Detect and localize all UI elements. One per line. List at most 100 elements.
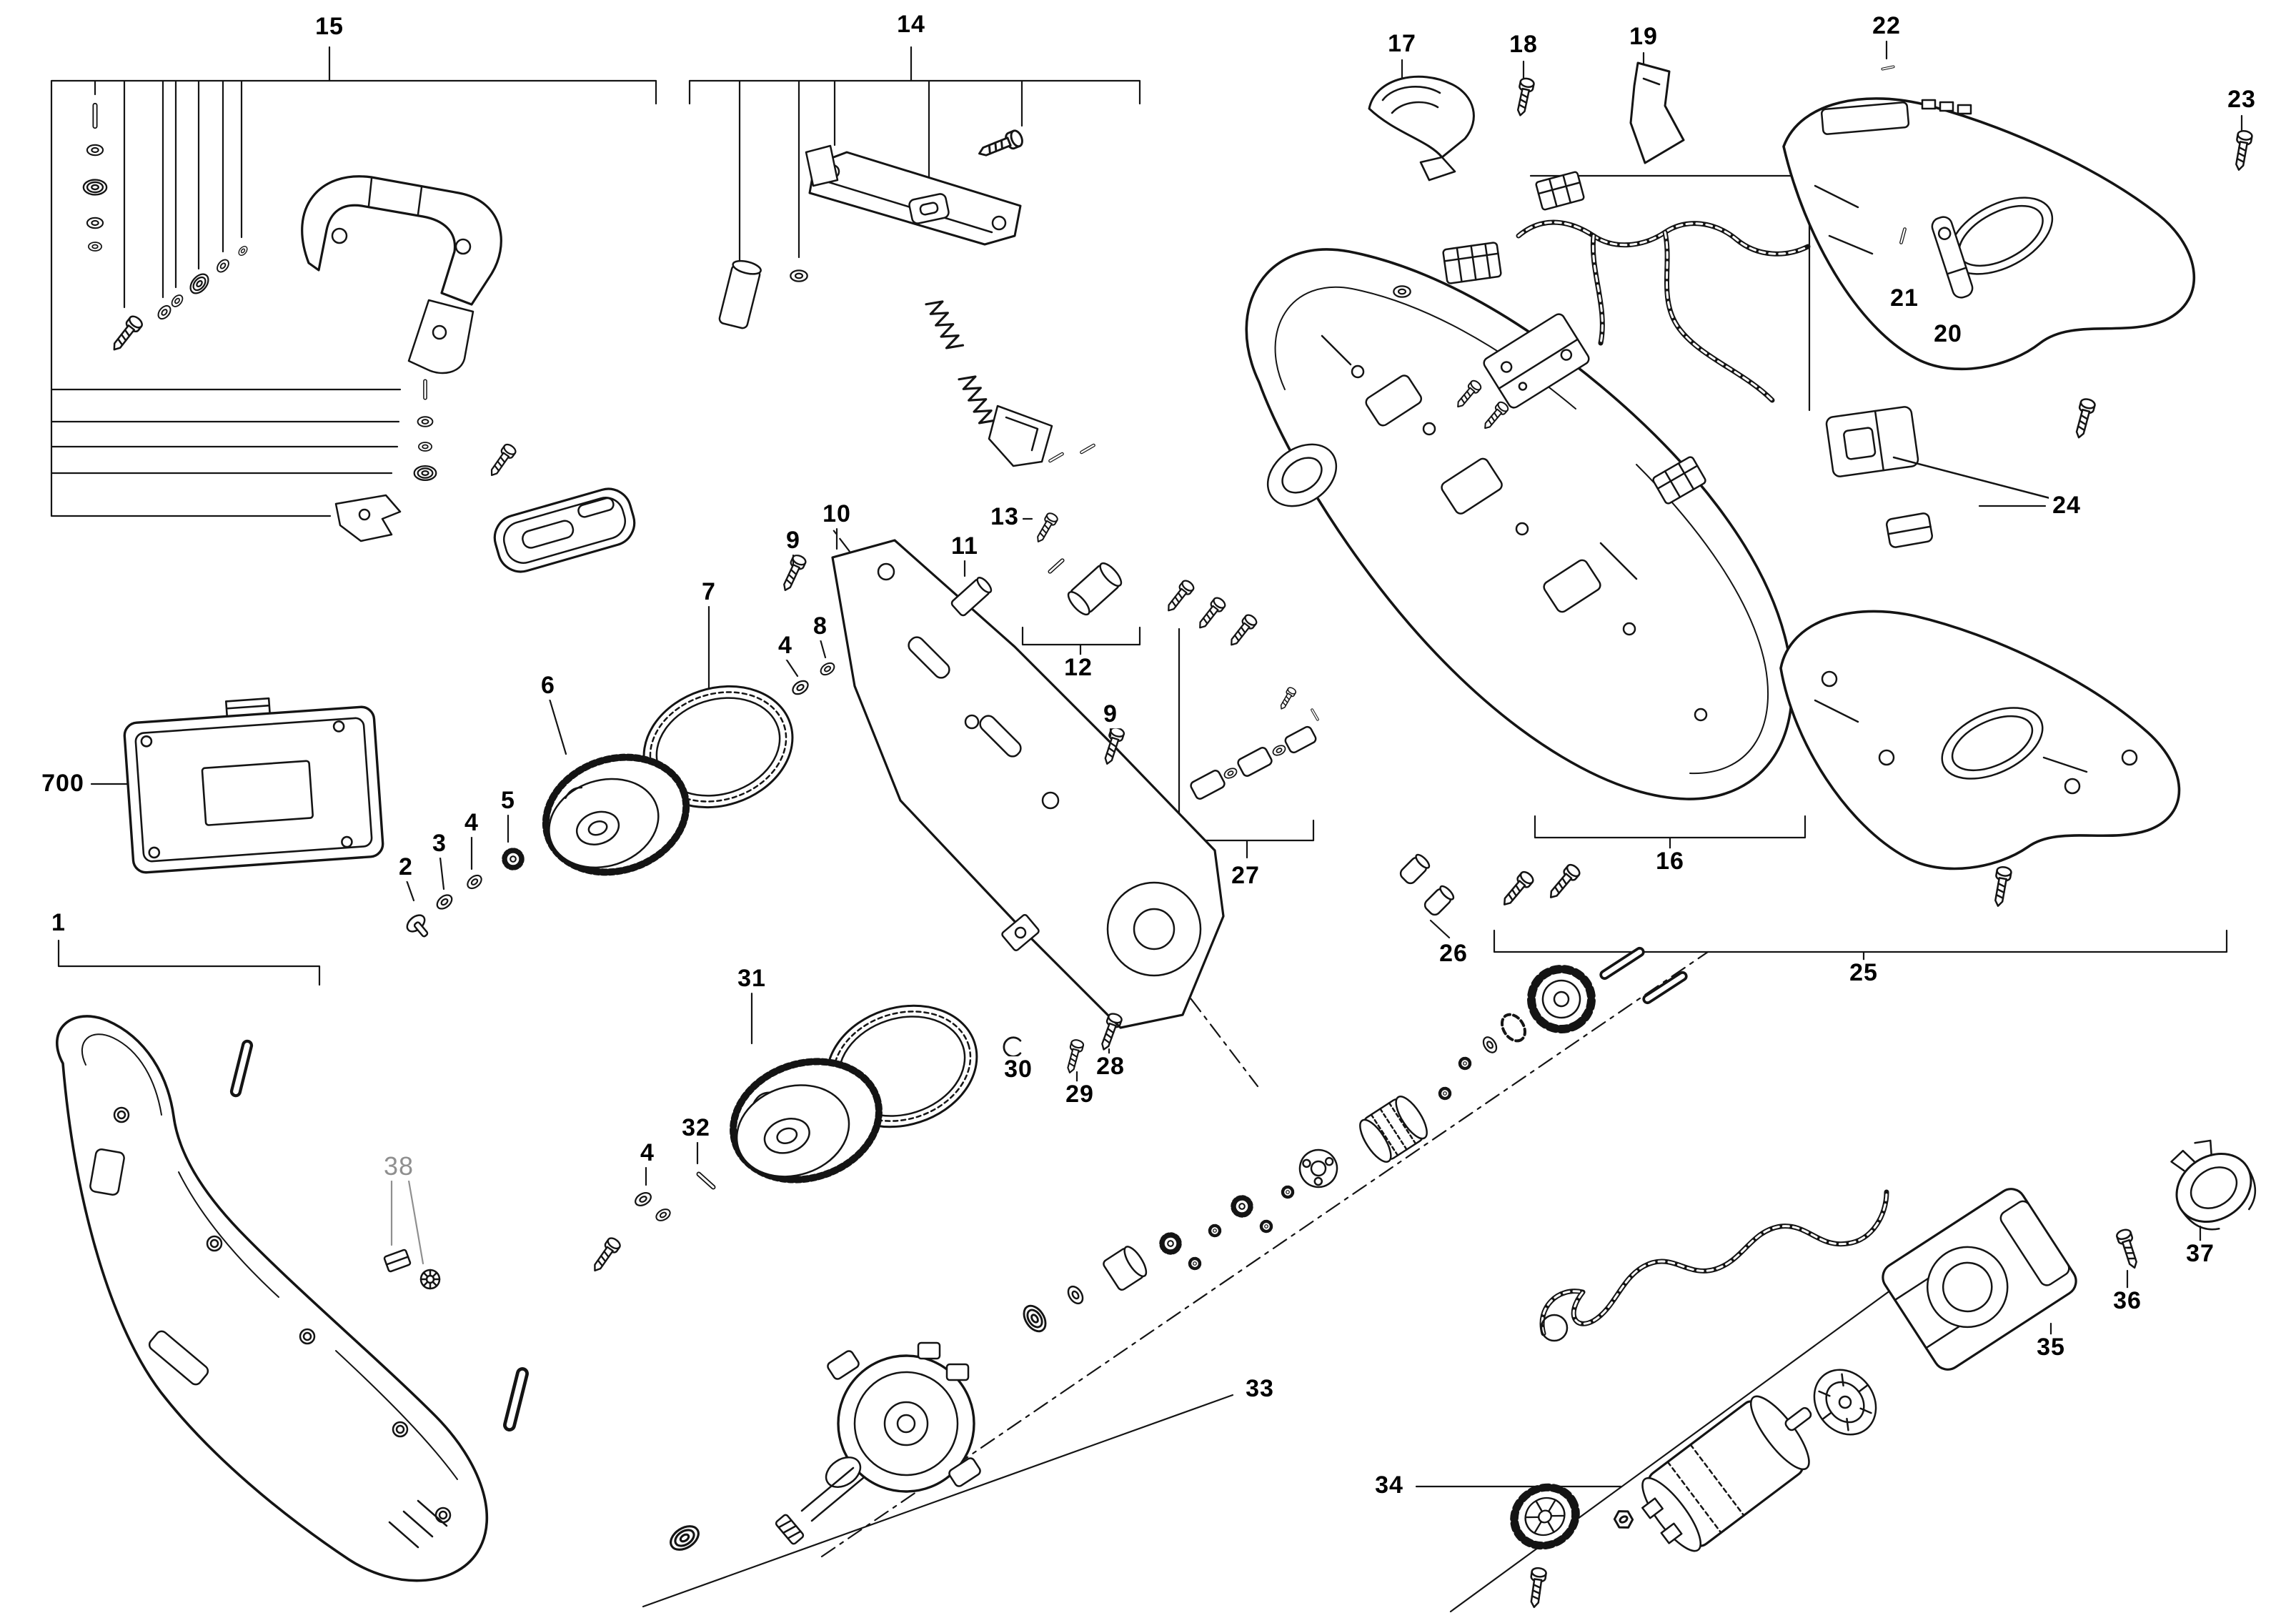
plate-slot [908, 636, 950, 679]
guard-tab [1419, 156, 1456, 182]
yoke-part [301, 175, 502, 306]
ring-gear-drum [1359, 1096, 1428, 1163]
assembly-25 [1498, 610, 2181, 910]
plate-hole [964, 714, 980, 730]
pulley-31 [730, 1058, 883, 1183]
washer-part [417, 416, 434, 427]
latch-hole [358, 508, 371, 521]
pin-part [92, 102, 98, 129]
pulley-cluster [406, 685, 978, 1183]
plate-ring-hub [1133, 908, 1176, 951]
channel-bracket-part [988, 404, 1053, 467]
yoke-ribs [367, 177, 423, 216]
mount-plate [1483, 313, 1590, 409]
connector-block [1442, 242, 1502, 284]
small-parts-cluster [383, 577, 1455, 1290]
yoke-hole [331, 227, 348, 244]
bushings-26 [1399, 853, 1455, 916]
roller-12 [1067, 562, 1123, 616]
blade-guard-17 [1368, 75, 1475, 159]
callout-33 [642, 1394, 1234, 1608]
washer-part [86, 144, 104, 157]
spline-gear-5 [504, 850, 522, 868]
planet-carrier [1298, 1148, 1338, 1188]
frame-ribs [1321, 334, 1638, 613]
pin-part [423, 379, 427, 400]
latch-recess [89, 1148, 125, 1196]
callout-38-muted [390, 1179, 424, 1265]
cover-detail [1642, 77, 1661, 86]
gear-train-33 [1018, 945, 1689, 1336]
switch-rod [1892, 456, 2059, 502]
washer-part [86, 217, 104, 229]
plate-slot [979, 715, 1022, 758]
housing-ribs [1814, 699, 2088, 773]
guard-ribs [1381, 85, 1441, 114]
fan-impeller [1813, 1369, 1877, 1436]
assembly-1 [56, 1015, 528, 1582]
cover-plate-19 [1629, 61, 1685, 164]
square-nut [1001, 913, 1040, 952]
parts-38 [383, 1249, 441, 1290]
connector-block [1652, 456, 1706, 505]
arm-hole [991, 215, 1007, 231]
centerline-geartrain-33 [820, 951, 1709, 1558]
yoke-pivot-block [407, 299, 474, 374]
spoked-sprocket [1510, 1483, 1580, 1550]
motor-33 [665, 1341, 981, 1556]
plate-hole [877, 562, 895, 581]
grip-opening [1941, 707, 2044, 780]
switch-24 [1825, 406, 1919, 477]
callout-35-36-37 [2049, 1225, 2202, 1336]
bearing-part [82, 179, 108, 196]
sleeve-part [718, 259, 762, 329]
rod-tip [2056, 496, 2066, 506]
lever-20 [1931, 216, 1974, 299]
washer-part [790, 269, 808, 282]
gear-case-35 [1882, 1188, 2077, 1371]
cam-block-part [908, 193, 950, 224]
housing-ribs [1814, 184, 1874, 255]
assembly-16 [1245, 171, 1811, 800]
wire-harness [1516, 219, 1811, 403]
blade-plate-10 [831, 539, 1225, 1029]
connector-block [1535, 171, 1585, 211]
parts-17-18-19 [1368, 61, 1685, 182]
flanged-hub-part [413, 465, 437, 482]
washer-part [1393, 285, 1411, 298]
washer-part [88, 242, 102, 252]
callout-bracket-15 [50, 46, 657, 517]
vent-lines [388, 1499, 448, 1549]
frame-bosses [1351, 364, 1708, 722]
end-cap-37 [2170, 1139, 2257, 1231]
assembly-14 [718, 128, 1096, 467]
pulley-6 [542, 753, 690, 876]
plate-ring-opening [1106, 881, 1202, 977]
screw-bosses [1821, 670, 2138, 795]
bushing-11 [950, 577, 993, 617]
yoke-hole [454, 238, 472, 255]
assembly-15 [82, 102, 636, 573]
switch-sub-part [1886, 512, 1933, 548]
sprocket-gear [1527, 965, 1596, 1033]
wheel-bore [1266, 443, 1338, 507]
washer-part [418, 442, 432, 452]
clamp-plates-27 [1190, 685, 1320, 800]
case-700 [123, 697, 384, 874]
arm-rib [820, 179, 993, 234]
channel-detail [1005, 416, 1039, 452]
battery-rail [1820, 99, 1972, 135]
rivet-2 [406, 914, 429, 938]
assembly-10 [777, 510, 1225, 1029]
housing-half-1 [56, 1015, 489, 1582]
motor-34 [1641, 1395, 1812, 1552]
plate-hole [1041, 791, 1060, 810]
handle-part [493, 487, 636, 573]
housing-inner-contour [81, 1033, 458, 1480]
callout-bracket-1 [57, 939, 321, 986]
pivot-hole [432, 324, 447, 340]
housing-bosses [113, 1106, 452, 1524]
arm-flange [805, 144, 839, 187]
